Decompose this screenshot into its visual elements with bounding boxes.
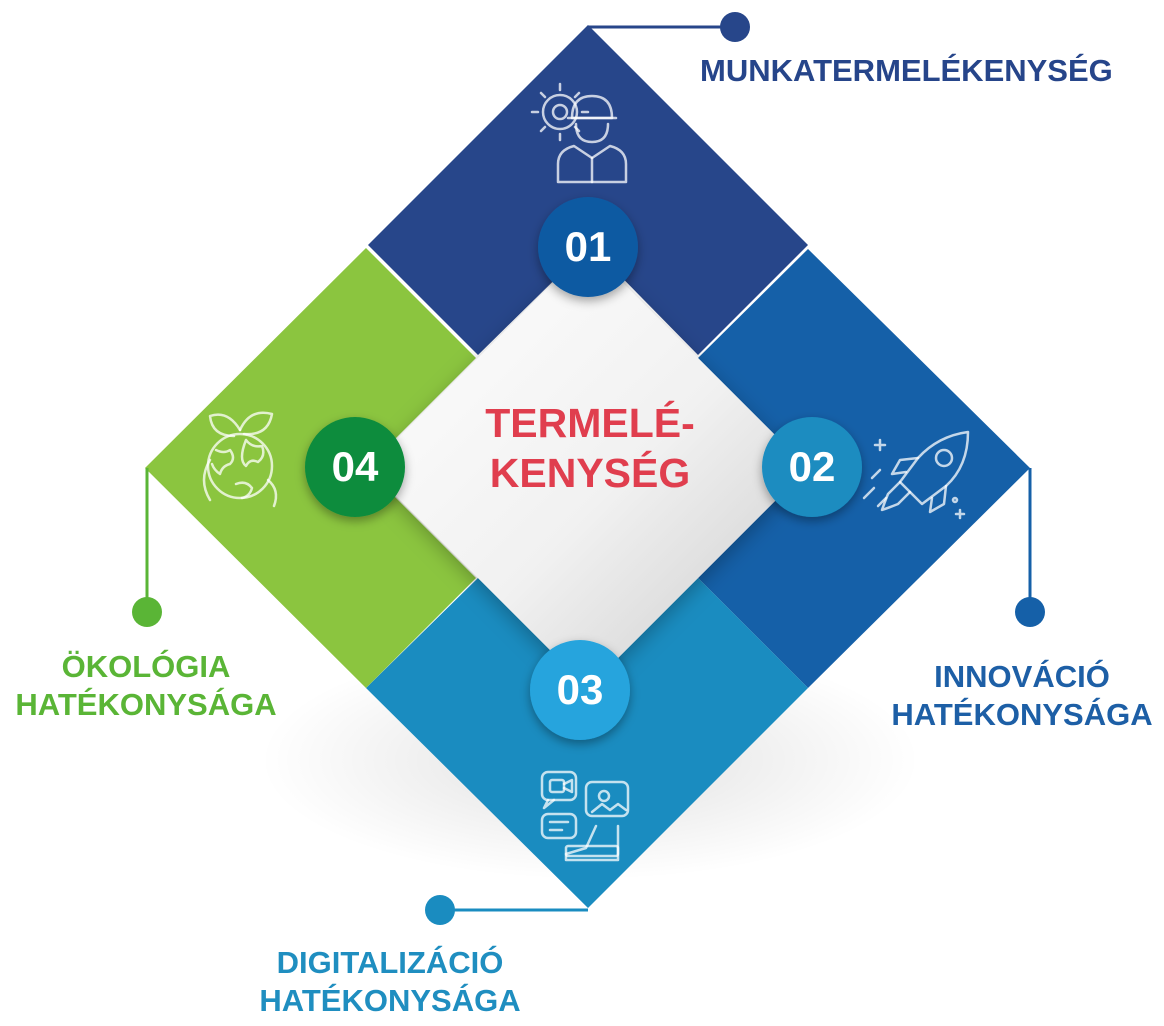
number-04-text: 04 [331, 443, 379, 490]
segment-01-tile [368, 25, 808, 355]
segment-03-label-line-2: HATÉKONYSÁGA [259, 982, 521, 1018]
segment-02-label-line-2: HATÉKONYSÁGA [891, 696, 1153, 732]
connector-02-dot [1015, 597, 1045, 627]
segment-02-label-line-1: INNOVÁCIÓ [934, 659, 1110, 694]
segment-02-tile [698, 249, 1030, 688]
digital-media-icon [540, 770, 630, 862]
segment-01-label-line-1: MUNKATERMELÉKENYSÉG [700, 53, 1113, 88]
number-02-text: 02 [788, 443, 836, 490]
number-03-text: 03 [556, 666, 604, 713]
connector-04-dot [132, 597, 162, 627]
segment-03-tile [366, 578, 808, 908]
center-title-line-1: TERMELÉ- [485, 400, 695, 446]
connector-01-dot [720, 12, 750, 42]
globe-leaves-icon [202, 411, 278, 508]
center-title: TERMELÉ- KENYSÉG [440, 398, 740, 498]
number-badge-02 [762, 417, 862, 517]
segment-02-label: INNOVÁCIÓ HATÉKONYSÁGA [880, 658, 1164, 734]
number-badge-01 [538, 197, 638, 297]
segment-04-label-line-2: HATÉKONYSÁGA [15, 686, 277, 722]
center-title-line-2: KENYSÉG [489, 450, 691, 497]
rocket-icon [862, 430, 970, 520]
center-diamond [368, 248, 808, 688]
number-01-text: 01 [564, 223, 612, 270]
segment-03-label: DIGITALIZÁCIÓ HATÉKONYSÁGA [240, 944, 540, 1020]
segment-04-label: ÖKOLÓGIA HATÉKONYSÁGA [0, 648, 292, 724]
connector-03-dot [425, 895, 455, 925]
segment-04-label-line-1: ÖKOLÓGIA [61, 649, 231, 684]
segment-03-label-line-1: DIGITALIZÁCIÓ [276, 945, 504, 980]
number-badge-04 [305, 417, 405, 517]
number-badge-03 [530, 640, 630, 740]
segment-01-label: MUNKATERMELÉKENYSÉG [700, 52, 1160, 90]
worker-gear-icon [530, 82, 628, 184]
